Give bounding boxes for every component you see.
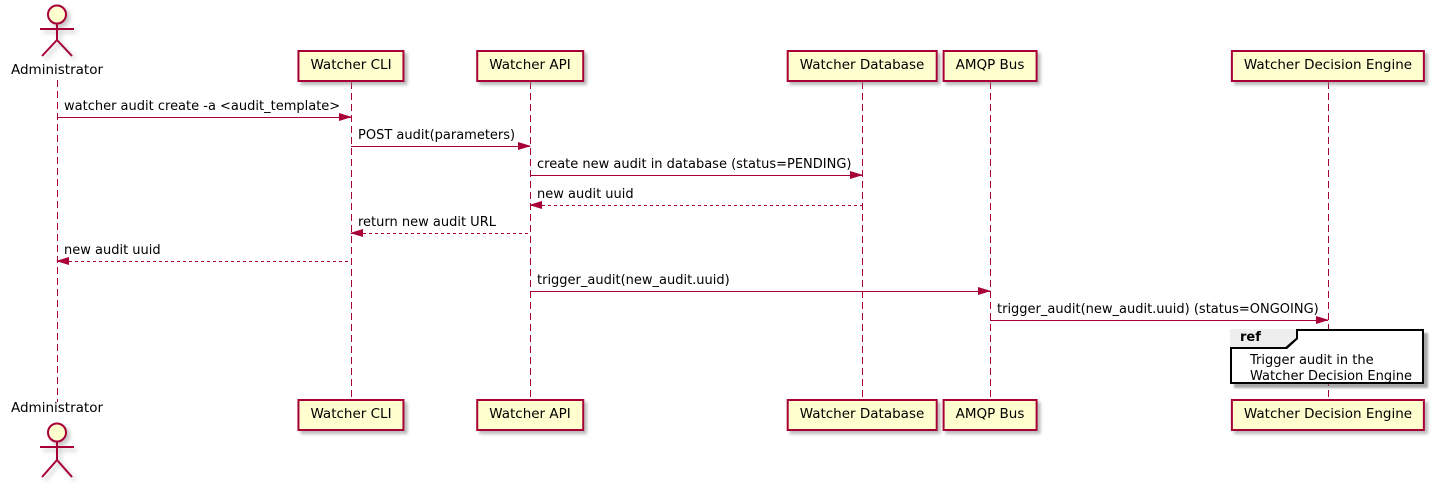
arrowhead-right-icon: [518, 142, 531, 150]
actor-label-administrator-bottom: Administrator: [10, 400, 104, 416]
message-line: [529, 201, 862, 209]
message-line: [350, 229, 530, 237]
participant-watcher-database-top: Watcher Database: [786, 50, 938, 82]
lifeline-watcher-api: [530, 82, 531, 399]
arrowhead-right-icon: [1316, 316, 1329, 324]
participant-label: Watcher Database: [799, 57, 925, 73]
participant-label: Watcher CLI: [310, 406, 392, 422]
participant-watcher-api-bottom: Watcher API: [476, 399, 584, 431]
participant-label: Watcher API: [489, 57, 571, 73]
actor-icon: [40, 422, 74, 478]
participant-watcher-cli-bottom: Watcher CLI: [297, 399, 405, 431]
arrowhead-left-icon: [529, 201, 542, 209]
ref-fragment: ref Trigger audit in the Watcher Decisio…: [1230, 329, 1424, 384]
participant-watcher-decision-engine-bottom: Watcher Decision Engine: [1230, 399, 1426, 431]
ref-keyword: ref: [1230, 329, 1296, 347]
ref-text: Trigger audit in the Watcher Decision En…: [1232, 331, 1422, 385]
arrowhead-right-icon: [339, 113, 352, 121]
actor-icon: [40, 4, 74, 57]
message-line: [57, 113, 352, 121]
participant-label: AMQP Bus: [955, 406, 1025, 422]
participant-watcher-decision-engine-top: Watcher Decision Engine: [1230, 50, 1426, 82]
message-new-audit-uuid-admin: new audit uuid: [56, 243, 351, 265]
lifeline-amqp-bus: [990, 82, 991, 399]
ref-text-line2: Watcher Decision Engine: [1250, 369, 1412, 384]
arrowhead-left-icon: [56, 257, 69, 265]
arrowhead-right-icon: [978, 287, 991, 295]
message-label: new audit uuid: [537, 187, 634, 202]
message-watcher-audit-create: watcher audit create -a <audit_template>: [57, 99, 352, 121]
message-new-audit-uuid-db: new audit uuid: [529, 187, 862, 209]
message-line: [351, 142, 531, 150]
lifeline-administrator: [57, 80, 58, 402]
lifeline-watcher-cli: [351, 82, 352, 399]
message-line: [530, 287, 991, 295]
arrowhead-right-icon: [850, 171, 863, 179]
message-label: new audit uuid: [64, 243, 161, 258]
participant-amqp-bus-bottom: AMQP Bus: [942, 399, 1038, 431]
actor-label-administrator-top: Administrator: [10, 62, 104, 78]
lifeline-watcher-database: [862, 82, 863, 399]
message-line: [56, 257, 351, 265]
message-trigger-audit: trigger_audit(new_audit.uuid): [530, 273, 991, 295]
arrowhead-left-icon: [350, 229, 363, 237]
participant-watcher-cli-top: Watcher CLI: [297, 50, 405, 82]
participant-amqp-bus-top: AMQP Bus: [942, 50, 1038, 82]
participant-label: Watcher API: [489, 406, 571, 422]
participant-label: AMQP Bus: [955, 57, 1025, 73]
participant-label: Watcher Database: [799, 406, 925, 422]
message-label: watcher audit create -a <audit_template>: [64, 99, 341, 114]
participant-label: Watcher Decision Engine: [1243, 57, 1413, 73]
ref-tab: ref: [1230, 329, 1298, 349]
message-line: [990, 316, 1329, 324]
message-label: create new audit in database (status=PEN…: [537, 157, 852, 172]
ref-text-line1: Trigger audit in the: [1250, 353, 1374, 368]
participant-label: Watcher CLI: [310, 57, 392, 73]
message-label: trigger_audit(new_audit.uuid) (status=ON…: [997, 302, 1319, 317]
message-trigger-audit-ongoing: trigger_audit(new_audit.uuid) (status=ON…: [990, 302, 1329, 324]
participant-label: Watcher Decision Engine: [1243, 406, 1413, 422]
message-label: POST audit(parameters): [358, 128, 516, 143]
message-label: return new audit URL: [358, 215, 496, 230]
lifeline-watcher-decision-engine: [1328, 82, 1329, 399]
message-line: [530, 171, 863, 179]
message-create-new-audit: create new audit in database (status=PEN…: [530, 157, 863, 179]
message-label: trigger_audit(new_audit.uuid): [537, 273, 730, 288]
message-return-new-audit-url: return new audit URL: [350, 215, 530, 237]
message-post-audit: POST audit(parameters): [351, 128, 531, 150]
participant-watcher-database-bottom: Watcher Database: [786, 399, 938, 431]
participant-watcher-api-top: Watcher API: [476, 50, 584, 82]
